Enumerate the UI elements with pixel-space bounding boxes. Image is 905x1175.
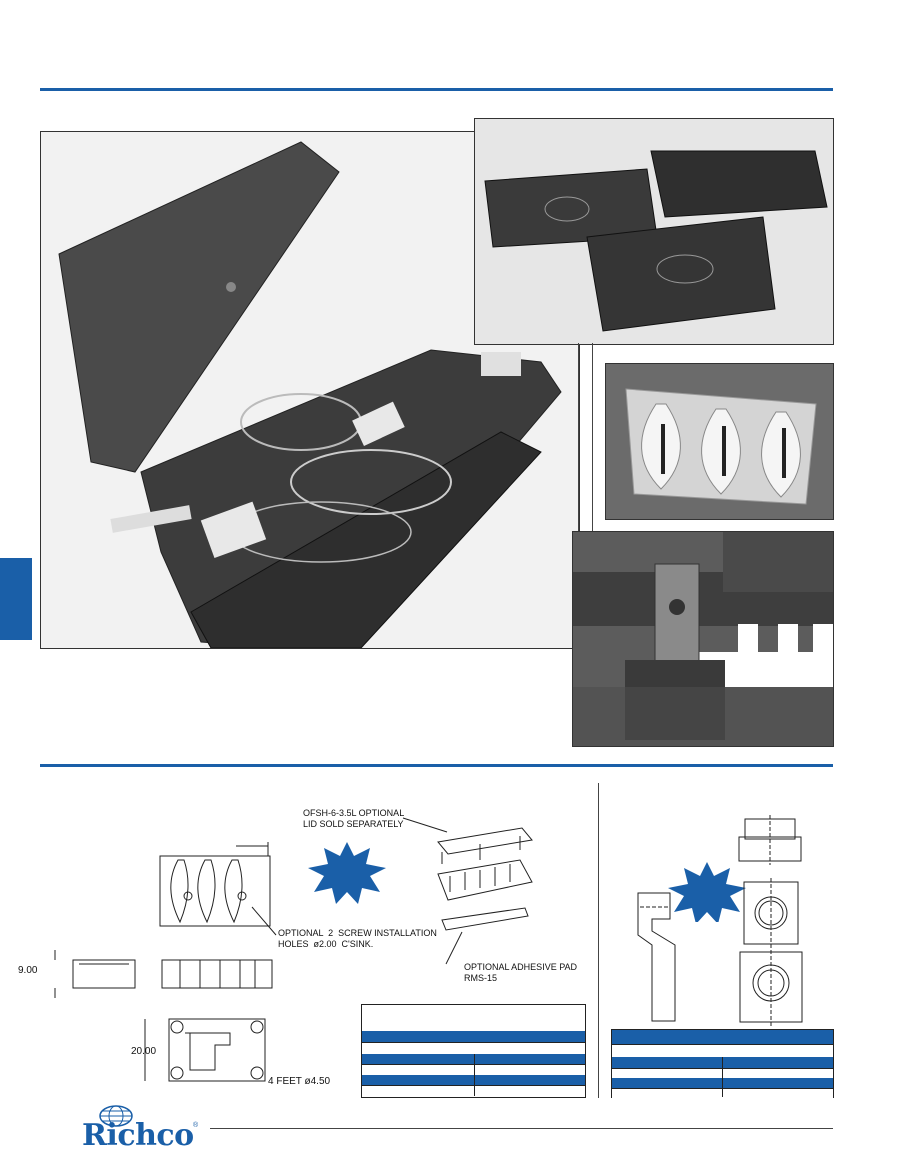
table-column-divider (474, 1054, 475, 1096)
starburst-icon (308, 842, 386, 904)
middle-rule (40, 764, 833, 767)
lid-callout: OFSH-6-3.5L OPTIONAL LID SOLD SEPARATELY (303, 808, 405, 829)
table-row (612, 1044, 833, 1057)
callout-arrow (445, 931, 463, 965)
globe-icon (99, 1105, 133, 1127)
hinge-closeup-photo (572, 531, 834, 747)
bottom-view-drawing (144, 1018, 266, 1082)
table-row (362, 1064, 585, 1075)
width-dimension: 20.00 (131, 1046, 157, 1057)
starburst-icon (668, 862, 746, 922)
brand-logo: Richco (82, 1118, 194, 1153)
splice-holder-photo (605, 363, 834, 520)
table-band (612, 1030, 833, 1044)
side-view-long (161, 959, 273, 989)
hinge-top-view (738, 815, 802, 865)
callout-arrow (251, 906, 277, 936)
photo-divider (578, 343, 579, 648)
table-band (362, 1075, 585, 1085)
table-column-divider (722, 1057, 723, 1097)
side-view-small (54, 950, 136, 998)
bottom-rule (40, 1128, 833, 1129)
registered-mark: ® (193, 1122, 199, 1129)
table-band (362, 1031, 585, 1042)
rule-gap (36, 1126, 96, 1129)
table-band (362, 1054, 585, 1064)
spec-table-right (611, 1029, 834, 1098)
table-row (362, 1042, 585, 1054)
section-divider (598, 783, 599, 1098)
height-dimension: 9.00 (18, 965, 38, 976)
trays-and-lid-photo (474, 118, 834, 345)
hinge-front-view (739, 878, 803, 1028)
top-view-drawing (159, 842, 271, 927)
logo-backdrop (78, 1126, 210, 1156)
photo-divider (592, 343, 593, 533)
pad-callout: OPTIONAL ADHESIVE PAD RMS-15 (464, 962, 578, 983)
screw-callout: OPTIONAL 2 SCREW INSTALLATION HOLES ø2.0… (278, 928, 437, 949)
spec-table-left (361, 1004, 586, 1098)
section-tab (0, 558, 32, 640)
feet-dimension: 4 FEET ø4.50 (268, 1076, 331, 1087)
callout-arrow (402, 817, 448, 833)
hinge-side-view (637, 892, 676, 1022)
top-rule (40, 88, 833, 91)
table-row (362, 1085, 585, 1097)
exploded-view-drawing (437, 827, 533, 931)
